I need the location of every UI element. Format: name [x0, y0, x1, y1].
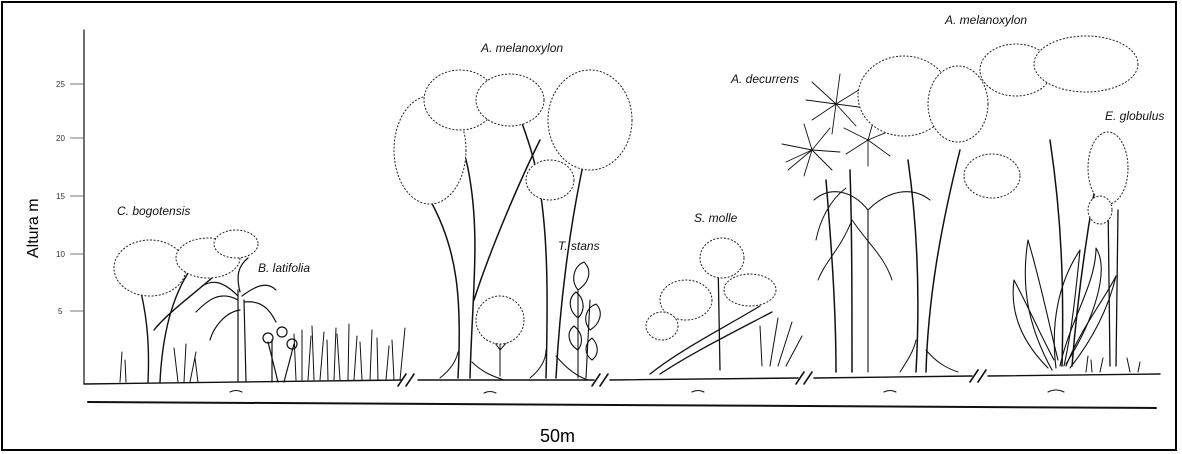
- s-molle-tree: [646, 238, 802, 374]
- t-stans-plant: [569, 262, 600, 378]
- label-a-decurrens: A. decurrens: [730, 72, 799, 86]
- y-tick-label: 10: [56, 250, 65, 259]
- scale-bar-label: 50m: [540, 426, 575, 446]
- label-a-melanoxylon-1: A. melanoxylon: [480, 41, 563, 55]
- label-c-bogotensis: C. bogotensis: [117, 204, 190, 218]
- y-axis-label: Altura m: [25, 198, 42, 258]
- y-axis: 5 10 15 20 25 Altura m: [25, 30, 84, 384]
- label-s-molle: S. molle: [694, 211, 738, 225]
- ground-vegetation: [120, 324, 1140, 382]
- y-tick-label: 25: [56, 80, 65, 89]
- y-tick-label: 15: [56, 192, 65, 201]
- label-e-globulus: E. globulus: [1105, 109, 1164, 123]
- label-b-latifolia: B. latifolia: [258, 261, 310, 275]
- label-t-stans: T. stans: [558, 239, 600, 253]
- agave-plant: [1013, 240, 1116, 370]
- y-tick-label: 20: [56, 134, 65, 143]
- label-a-melanoxylon-2: A. melanoxylon: [944, 13, 1027, 27]
- understory-shrub: [476, 296, 524, 376]
- c-bogotensis-tree: [114, 230, 258, 382]
- scale-bar: 50m: [88, 402, 1156, 446]
- y-tick-label: 5: [58, 307, 63, 316]
- e-globulus-tree: [1088, 132, 1128, 366]
